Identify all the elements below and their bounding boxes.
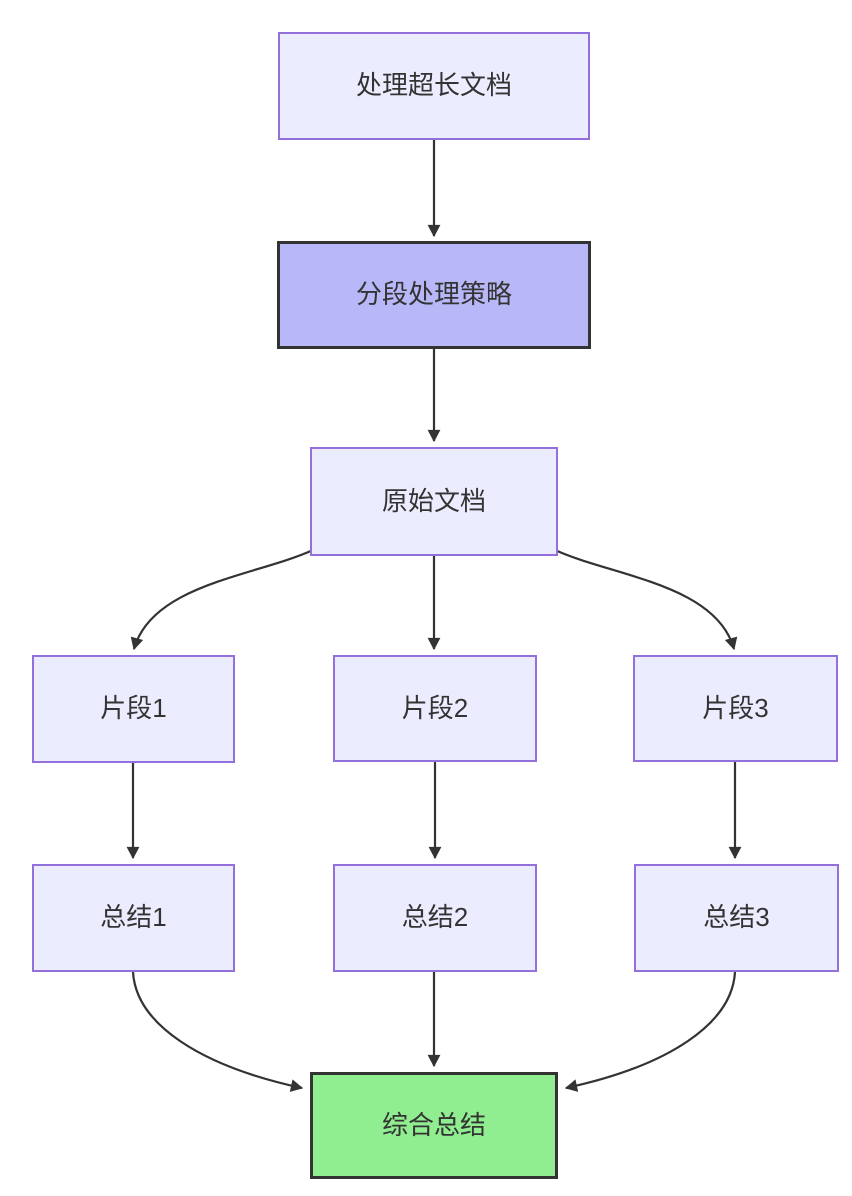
edge-source-to-chunk1 <box>130 548 314 651</box>
node-summary-1[interactable]: 总结1 <box>32 864 235 972</box>
edge-summary3-to-final <box>564 971 737 1092</box>
node-summary-2-label: 总结2 <box>401 902 469 933</box>
node-strategy-label: 分段处理策略 <box>355 279 512 310</box>
node-source-doc[interactable]: 原始文档 <box>310 447 558 556</box>
edge-source-to-chunk3 <box>554 548 738 651</box>
node-chunk-3[interactable]: 片段3 <box>633 655 838 762</box>
node-chunk-1-label: 片段1 <box>100 693 167 724</box>
node-summary-1-label: 总结1 <box>100 902 167 933</box>
node-strategy[interactable]: 分段处理策略 <box>277 241 591 349</box>
node-chunk-1[interactable]: 片段1 <box>32 655 235 763</box>
node-summary-2[interactable]: 总结2 <box>333 864 537 972</box>
node-chunk-2[interactable]: 片段2 <box>333 655 537 762</box>
node-source-doc-label: 原始文档 <box>381 485 486 516</box>
node-chunk-2-label: 片段2 <box>401 692 469 723</box>
node-final-summary[interactable]: 综合总结 <box>310 1072 558 1179</box>
node-start[interactable]: 处理超长文档 <box>278 32 590 140</box>
node-chunk-3-label: 片段3 <box>702 692 769 723</box>
node-summary-3-label: 总结3 <box>703 902 770 933</box>
node-summary-3[interactable]: 总结3 <box>634 864 839 972</box>
node-start-label: 处理超长文档 <box>355 70 512 101</box>
node-final-summary-label: 综合总结 <box>381 1109 486 1140</box>
edge-summary1-to-final <box>131 971 304 1092</box>
